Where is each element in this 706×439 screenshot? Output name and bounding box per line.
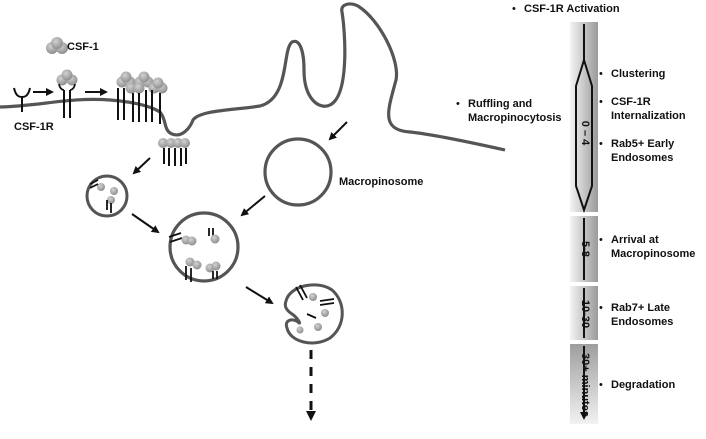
- time-label-30plus: 30+ minutes: [579, 353, 591, 417]
- macropinosome-vesicle: [263, 137, 333, 207]
- late-endosome: [283, 283, 344, 345]
- event-internalization-line2: Internalization: [611, 110, 686, 122]
- ruffling-label-line1: Ruffling and: [468, 98, 533, 110]
- early-endosome: [85, 174, 129, 218]
- arrow-macropinosome-formation: [328, 121, 348, 141]
- event-bullet: •: [599, 96, 603, 108]
- fused-macropinosome: [168, 211, 240, 283]
- event-late-endosomes-line2: Endosomes: [611, 316, 674, 328]
- timeline: [570, 22, 598, 424]
- unbound-receptor-icon: [13, 87, 31, 112]
- event-bullet: •: [599, 302, 603, 314]
- time-label-0-4: 0 – 4: [579, 120, 591, 146]
- arrow-to-late-endosome: [245, 286, 274, 305]
- timeline-header: CSF-1R Activation: [524, 3, 620, 15]
- event-late-endosomes-line1: Rab7+ Late: [611, 302, 670, 314]
- timeline-spindle: [575, 56, 593, 214]
- ruffling-bullet: •: [456, 98, 460, 110]
- event-arrival-line1: Arrival at: [611, 234, 659, 246]
- arrow-early-to-fused: [131, 213, 160, 234]
- arrow-to-early-endosome: [132, 157, 151, 175]
- ruffling-label-line2: Macropinocytosis: [468, 112, 562, 124]
- clustered-receptors-icon: [116, 71, 168, 124]
- event-degradation: Degradation: [611, 379, 676, 391]
- event-bullet: •: [599, 138, 603, 150]
- csf1-ligand-icon: [46, 37, 68, 54]
- event-early-endosomes-line1: Rab5+ Early: [611, 138, 675, 150]
- csf1-label: CSF-1: [67, 41, 99, 53]
- time-label-5-8: 5-8: [579, 241, 591, 257]
- event-early-endosomes-line2: Endosomes: [611, 152, 674, 164]
- arrow-macropinosome-to-fused: [240, 195, 266, 217]
- timeline-header-bullet: •: [512, 3, 516, 15]
- csf1r-label: CSF-1R: [14, 121, 54, 133]
- event-bullet: •: [599, 379, 603, 391]
- event-internalization-line1: CSF-1R: [611, 96, 651, 108]
- event-clustering: Clustering: [611, 68, 666, 80]
- pit-receptors-icon: [158, 138, 190, 166]
- event-arrival-line2: Macropinosome: [611, 248, 696, 260]
- event-bullet: •: [599, 68, 603, 80]
- macropinosome-label: Macropinosome: [339, 176, 424, 188]
- ligand-bound-receptor-dimer-icon: [56, 69, 78, 118]
- time-label-10-30: 10-30: [579, 299, 591, 329]
- event-bullet: •: [599, 234, 603, 246]
